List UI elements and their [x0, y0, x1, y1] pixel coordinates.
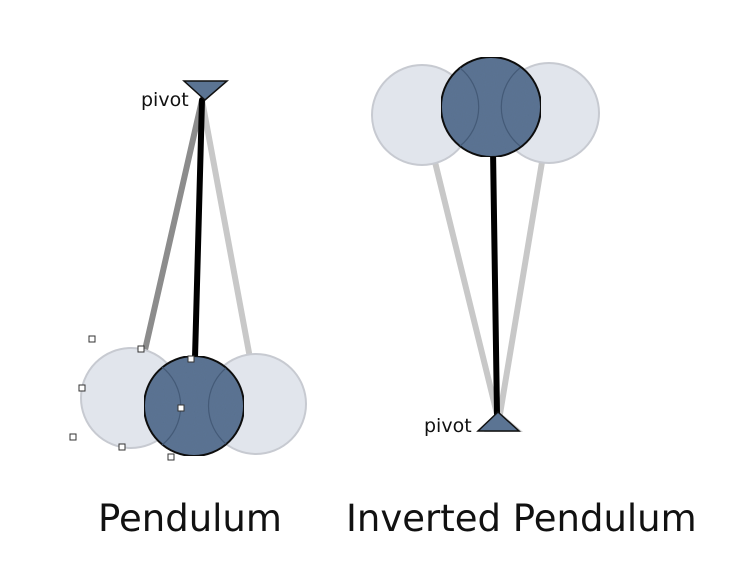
selection-handle[interactable]: [137, 345, 145, 353]
bob-overlap-arc-right: [207, 367, 227, 445]
active-rod: [192, 97, 205, 361]
inverted-pendulum-caption: Inverted Pendulum: [346, 497, 697, 540]
pivot-label: pivot: [141, 89, 189, 111]
active-bob: [440, 56, 542, 158]
selection-handles[interactable]: [69, 335, 195, 461]
ghost-rod-left: [432, 159, 500, 417]
selection-handle[interactable]: [177, 404, 185, 412]
ghost-rod-right: [199, 97, 253, 361]
active-bob: [143, 355, 245, 457]
pendulum-group: pivot: [69, 80, 307, 461]
pivot-triangle: [476, 410, 521, 432]
pendulum-caption: Pendulum: [98, 497, 282, 540]
bob-overlap-arc-right: [500, 67, 521, 147]
bob-overlap-arc-left: [459, 67, 480, 147]
inverted-pendulum-group: pivot: [371, 56, 600, 437]
ghost-rod-left: [142, 97, 205, 353]
pivot-label: pivot: [424, 415, 472, 437]
pivot-triangle: [182, 80, 230, 102]
selection-handle[interactable]: [118, 443, 126, 451]
selection-handle[interactable]: [69, 433, 77, 441]
ghost-rod-right: [497, 159, 545, 417]
selection-handle[interactable]: [88, 335, 96, 343]
active-rod: [490, 147, 500, 417]
selection-handle[interactable]: [78, 384, 86, 392]
selection-handle[interactable]: [167, 453, 175, 461]
selection-handle[interactable]: [187, 355, 195, 363]
